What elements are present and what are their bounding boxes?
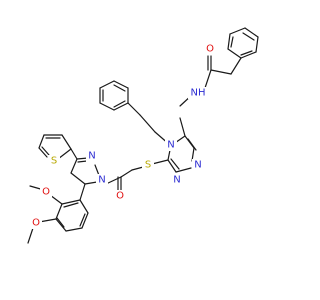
phenethyl-phenyl-ring — [99, 80, 129, 111]
atom-label-pyrazoline-n1: N — [96, 174, 108, 186]
atom-label-pyrazoline-n2: N — [86, 150, 98, 162]
triazole-n2-label: N — [173, 175, 180, 186]
atom-label-amide-nh: NH — [188, 87, 208, 99]
methoxy-oxygen-lower-label: O — [32, 218, 40, 229]
atom-label-triazole-n4: N — [165, 139, 177, 151]
ketone-oxygen-label: O — [116, 191, 124, 202]
acyl-ketone — [105, 176, 122, 191]
dimethoxyphenyl-ring — [55, 183, 89, 232]
phenethyl-chain — [127, 102, 171, 146]
methoxy-oxygen-upper-label: O — [42, 187, 50, 198]
atom-label-methoxy-oxygen-upper: O — [40, 186, 52, 198]
thioether-sulfur-label: S — [145, 160, 151, 171]
phenylacetamide-chain — [179, 55, 242, 107]
pyrazoline-n2-label: N — [88, 151, 95, 162]
atom-label-triazole-n2: N — [171, 174, 183, 186]
triazole-n1-label: N — [194, 160, 201, 171]
atom-label-thioether-sulfur: S — [142, 159, 154, 171]
pyrazoline-n1-label: N — [98, 175, 105, 186]
atom-label-ketone-oxygen: O — [114, 190, 126, 202]
atom-label-methoxy-oxygen-lower: O — [30, 217, 42, 229]
atom-label-thiophene-sulfur: S — [48, 155, 60, 167]
molecule-structure-diagram: O NH N N N S S N N O O O — [27, 27, 259, 244]
triazole-ring — [167, 117, 197, 173]
atom-label-amide-oxygen: O — [204, 43, 216, 55]
amide-nh-label: NH — [191, 88, 206, 99]
thiophene-sulfur-label: S — [51, 156, 57, 167]
amide-oxygen-label: O — [206, 44, 214, 55]
triazole-n4-label: N — [167, 140, 174, 151]
thiophene-ring — [38, 134, 78, 160]
benzyl-phenyl-ring — [227, 27, 259, 59]
atom-label-triazole-n1: N — [192, 159, 204, 171]
